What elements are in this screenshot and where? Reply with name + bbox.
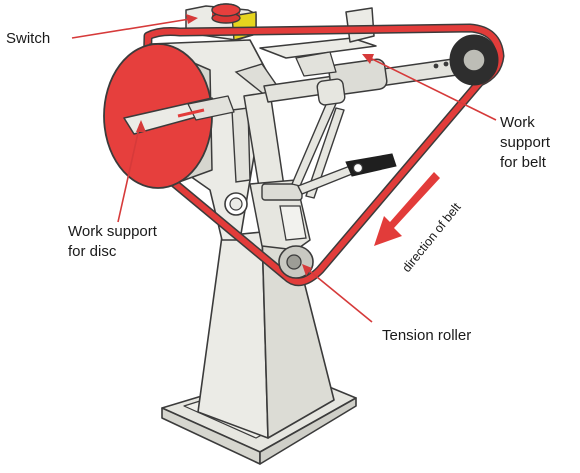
switch-leader xyxy=(71,17,197,39)
arm-bracket xyxy=(249,179,311,251)
label-belt-support-3: for belt xyxy=(500,154,547,171)
label-belt-support-1: Work xyxy=(500,114,535,131)
top-roller xyxy=(449,34,499,86)
disc-support-leader xyxy=(117,123,141,223)
tension-lever xyxy=(297,153,397,195)
tension-roller-leader xyxy=(305,267,373,323)
leader-lines xyxy=(71,17,497,323)
belt-arm-shaft xyxy=(263,57,465,106)
label-disc-support-2: for disc xyxy=(68,243,117,260)
disc-work-support xyxy=(123,95,235,135)
label-switch: Switch xyxy=(6,30,50,47)
belt-support-leader xyxy=(365,55,497,121)
direction-arrow xyxy=(374,172,440,246)
diagonal-strut xyxy=(291,85,345,199)
leader-arrowheads xyxy=(136,14,374,276)
label-tension-roller: Tension roller xyxy=(382,327,471,344)
label-disc-support-1: Work support xyxy=(68,223,158,240)
label-belt-support-2: support xyxy=(500,134,551,151)
